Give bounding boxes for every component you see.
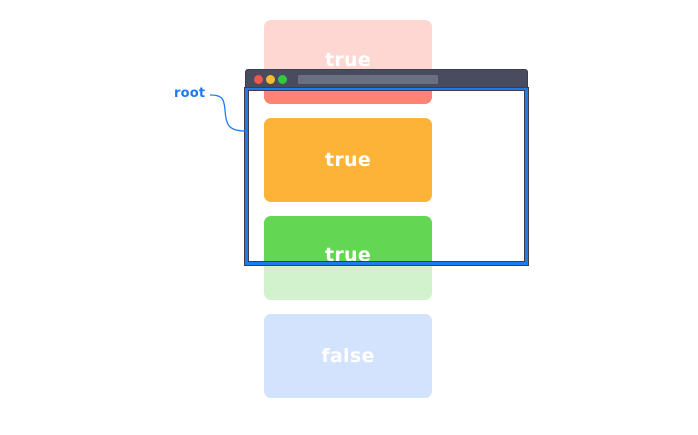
card-blue-not-visible: false (264, 314, 432, 398)
card-green-label: true (324, 244, 372, 266)
close-dot-icon (254, 75, 263, 84)
card-blue-label: false (321, 345, 375, 367)
maximize-dot-icon (278, 75, 287, 84)
card-orange-visible: true (264, 118, 432, 202)
card-red-label: true (324, 49, 372, 71)
card-orange-label: true (324, 149, 372, 171)
browser-titlebar (245, 69, 528, 89)
card-red-partially-visible: true (264, 20, 432, 104)
card-green-partially-visible: true (264, 216, 432, 300)
root-viewport (245, 88, 528, 265)
address-bar (298, 75, 438, 84)
root-label: root (174, 86, 206, 101)
minimize-dot-icon (266, 75, 275, 84)
